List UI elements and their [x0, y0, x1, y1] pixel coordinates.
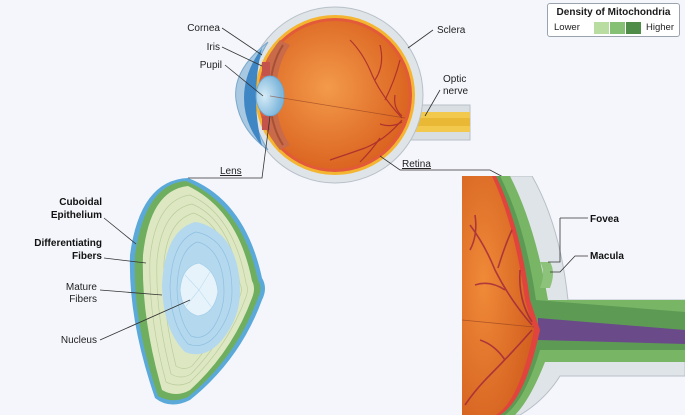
label-sclera: Sclera	[437, 25, 466, 36]
label-optic-nerve-1: Optic	[443, 74, 466, 85]
label-optic-nerve-2: nerve	[443, 86, 468, 97]
label-cuboidal-2: Epithelium	[51, 210, 102, 221]
label-lens: Lens	[220, 166, 242, 177]
legend-title: Density of Mitochondria	[556, 7, 671, 18]
label-macula: Macula	[590, 251, 624, 262]
label-differentiating-2: Fibers	[72, 251, 102, 262]
label-differentiating-1: Differentiating	[34, 238, 102, 249]
legend-swatch-high	[626, 22, 641, 34]
label-cuboidal-1: Cuboidal	[59, 197, 102, 208]
legend-swatch-low	[594, 22, 609, 34]
label-pupil: Pupil	[200, 60, 222, 71]
legend-low-label: Lower	[554, 22, 580, 33]
lens-detail	[129, 178, 265, 405]
retinal-vessels	[329, 39, 403, 163]
label-mature-2: Fibers	[69, 294, 97, 305]
legend: Density of Mitochondria Lower Higher	[547, 3, 680, 37]
legend-swatch-mid	[610, 22, 625, 34]
fovea-pit	[540, 262, 553, 288]
label-iris: Iris	[207, 42, 220, 53]
eyeball	[235, 6, 471, 184]
label-retina: Retina	[402, 159, 431, 170]
label-mature-1: Mature	[66, 282, 98, 293]
vitreous	[261, 21, 409, 169]
legend-high-label: Higher	[646, 22, 674, 33]
label-nucleus: Nucleus	[61, 335, 97, 346]
label-cornea: Cornea	[187, 23, 220, 34]
retina-detail	[462, 176, 685, 415]
retina-optic-nerve	[538, 318, 685, 344]
label-fovea: Fovea	[590, 214, 619, 225]
